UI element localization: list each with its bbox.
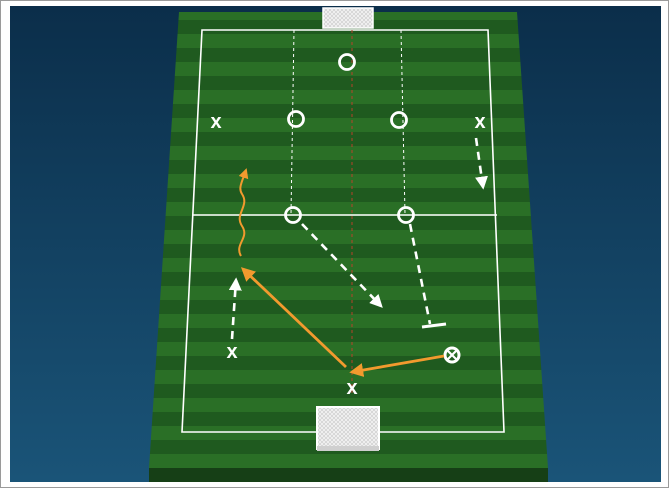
tactics-board: x x x x [10, 6, 661, 482]
attacker-x-icon: x [226, 341, 237, 363]
pitch-edge [149, 468, 548, 482]
attacker-x-icon: x [210, 111, 221, 133]
pitch-surface [149, 12, 548, 468]
attacker-x-icon: x [346, 377, 357, 399]
goal-base [317, 446, 379, 451]
goal-net-icon [317, 407, 379, 449]
goal-top [323, 8, 373, 28]
goal-bottom [317, 407, 379, 451]
attacker-x-icon: x [474, 111, 485, 133]
goal-net-icon [323, 8, 373, 28]
diagram-stage: x x x x [10, 6, 661, 482]
